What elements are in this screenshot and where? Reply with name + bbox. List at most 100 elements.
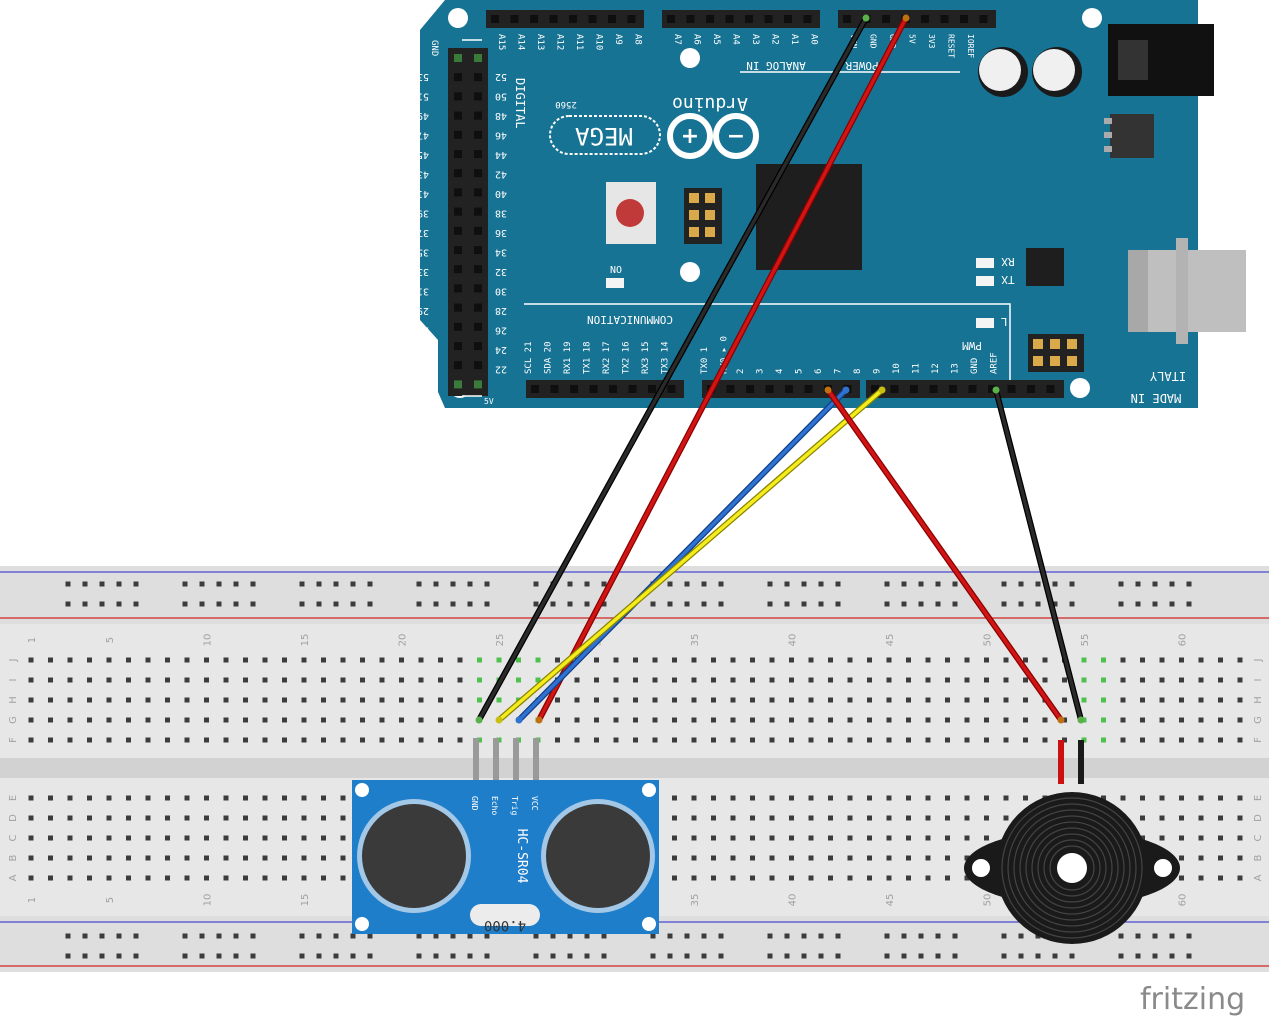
breadboard-hole [867,717,872,723]
breadboard-hole [1101,657,1106,663]
pin-label: A11 [574,34,584,50]
breadboard-hole [1218,875,1223,881]
breadboard-hole [1218,697,1223,703]
header-pin [474,380,482,389]
breadboard-hole [184,875,190,881]
rail-hole [818,581,824,587]
breadboard-hole [808,737,814,743]
rail-hole [918,933,924,939]
breadboard-hole [555,737,560,743]
column-number: 25 [495,634,506,647]
rail-hole [233,581,239,587]
breadboard-hole [399,677,404,683]
row-letter: B [1253,854,1264,861]
breadboard-hole [165,737,170,743]
header-pin [474,226,482,235]
buzzer-ring [1049,845,1095,891]
breadboard-hole [672,697,677,703]
breadboard-hole [87,677,92,683]
rail-hole [467,933,473,939]
pin-label: A1 [789,34,799,45]
row-letter: E [1253,795,1264,801]
breadboard-hole [1120,737,1126,743]
icsp-pin [689,210,699,220]
breadboard-hole [184,657,190,663]
breadboard-hole [984,677,989,683]
breadboard-hole [945,677,950,683]
column-number: 35 [690,634,701,647]
breadboard-hole [321,835,326,841]
breadboard-hole [1237,737,1243,743]
breadboard-hole [808,875,814,881]
breadboard-hole [1179,737,1184,743]
rail-hole [450,601,456,607]
rail-hole [567,953,573,959]
rail-hole [250,601,256,607]
breadboard-hole [867,875,872,881]
sensor-pin-label: Echo [490,796,499,815]
pin-label: A12 [555,34,565,50]
pin-label: A9 [613,34,623,45]
rail-hole [1152,933,1158,939]
breadboard-hole [457,737,463,743]
breadboard-hole [633,717,638,723]
breadboard-hole [594,657,599,663]
breadboard-hole [1101,697,1106,703]
rail-hole [484,601,490,607]
rail-hole [1186,601,1192,607]
breadboard-hole [1198,677,1204,683]
pin-label: RX2 17 [602,341,612,374]
breadboard-hole [1062,737,1067,743]
breadboard-hole [886,697,892,703]
breadboard-hole [730,657,736,663]
icsp-pin [705,227,715,237]
breadboard-hole [340,677,346,683]
breadboard-hole [48,855,53,861]
breadboard-hole [223,835,229,841]
sensor-model-label: HC-SR04 [514,829,529,884]
rail-hole [835,953,841,959]
header-pin [725,15,734,23]
header-pin [609,385,617,393]
pin-label: 5V [908,34,917,44]
rail-hole [1169,601,1175,607]
breadboard-hole [594,717,599,723]
breadboard-hole [808,697,814,703]
pin-label: 43 [417,169,429,180]
rail-hole [133,933,139,939]
breadboard-hole [457,677,463,683]
pin-label: 7 [834,369,844,374]
pin-label: 11 [912,363,922,374]
breadboard-hole [1198,855,1204,861]
column-number: 55 [1080,634,1091,647]
rail-hole [1118,581,1124,587]
breadboard-hole [730,815,736,821]
breadboard-hole [672,677,677,683]
header-pin [569,15,577,23]
pin-label: 45 [417,149,429,160]
rail-hole [1035,581,1041,587]
pin-label: 9 [873,369,883,374]
rail-hole [484,953,490,959]
row-letter: B [8,854,19,861]
breadboard-hole [126,657,131,663]
breadboard-hole [262,855,268,861]
rail-hole [1035,933,1041,939]
rail-hole [1052,581,1058,587]
breadboard-hole [1140,815,1145,821]
breadboard-hole [574,717,580,723]
breadboard-hole [1237,657,1243,663]
breadboard-hole [282,657,287,663]
rail-hole [550,953,556,959]
breadboard-hole [67,815,73,821]
rail-hole [233,601,239,607]
breadboard-hole [1218,835,1223,841]
rail-hole [718,933,724,939]
breadboard-hole [1159,657,1165,663]
rail-hole [1001,581,1007,587]
breadboard-hole [945,697,950,703]
header-pin [667,385,676,393]
breadboard-hole [1042,717,1048,723]
header-pin [803,15,812,23]
